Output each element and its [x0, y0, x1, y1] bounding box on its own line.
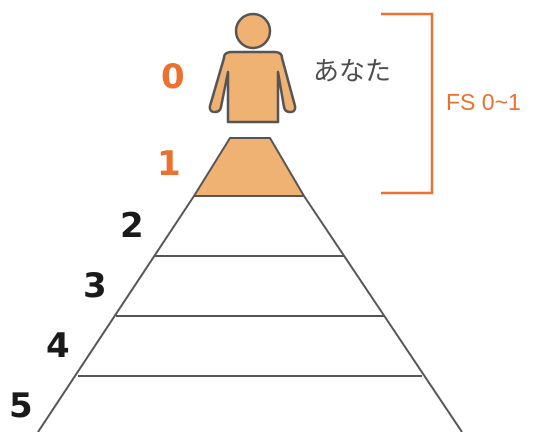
person-head: [234, 12, 272, 50]
level-label-1: 1: [157, 144, 181, 184]
range-bracket: [381, 12, 434, 195]
bracket-label: FS 0~1: [446, 89, 521, 115]
person-label: あなた: [313, 57, 391, 87]
level-label-3: 3: [83, 266, 107, 306]
pyramid-left-edge: [37, 195, 195, 432]
pyramid-outline: [37, 195, 463, 432]
level-labels: 0 1 2 3 4 5: [9, 57, 185, 426]
level-label-0: 0: [161, 57, 185, 97]
level-label-2: 2: [120, 206, 144, 246]
level-1-trapezoid: [193, 137, 305, 197]
pyramid-right-edge: [303, 195, 463, 432]
level-label-4: 4: [46, 326, 70, 366]
level-label-5: 5: [9, 386, 33, 426]
person-body: [208, 50, 297, 124]
person-icon: [208, 12, 297, 124]
